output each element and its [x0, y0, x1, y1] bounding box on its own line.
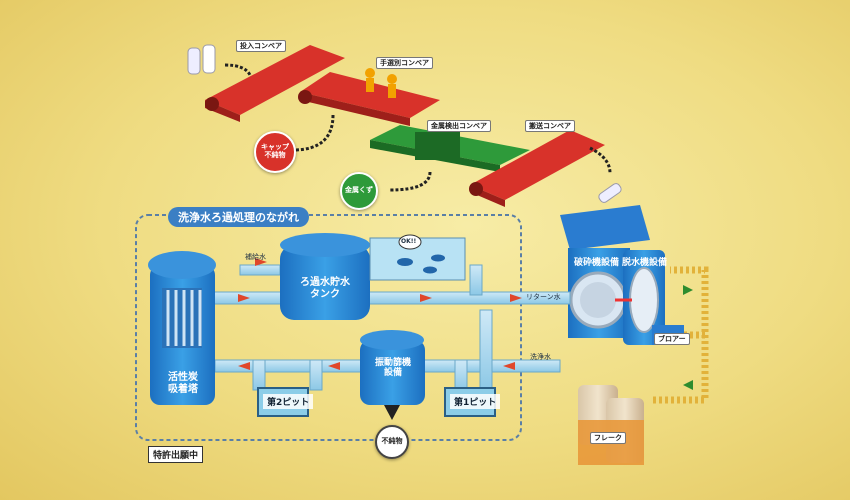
manual-sort-conveyor-label: 手選別コンベア [376, 57, 433, 69]
page-title: 洗浄水ろ過処理のながれ [168, 207, 309, 227]
pit2-label: 第2ピット [263, 394, 314, 409]
metal-scrap-badge: 金属くず [340, 172, 378, 210]
tank-label: ろ過水貯水 タンク [300, 277, 350, 300]
patent-pending-label: 特許出願中 [148, 446, 204, 463]
bottles-icon [187, 44, 622, 203]
carbon-tower-label: 活性炭 吸着塔 [168, 372, 198, 395]
sieve-label: 振動篩機 設備 [374, 358, 411, 379]
fish-bubble-text: OK!! [401, 238, 417, 245]
fish-tank [369, 234, 466, 281]
crusher-equipment [560, 205, 650, 338]
metal-detect-conveyor [370, 125, 530, 172]
worker-figures [365, 68, 397, 98]
dehydrator-label: 脱水機設備 [622, 258, 668, 268]
blower-label: ブロアー [654, 333, 690, 345]
filtration-boundary [135, 214, 522, 441]
sieve-equipment [360, 330, 425, 420]
transfer-conveyor-label: 搬送コンベア [525, 120, 575, 132]
flake-silos [578, 385, 644, 465]
cap-foreign-badge: キャップ 不純物 [254, 131, 296, 173]
input-conveyor-label: 投入コンベア [236, 40, 286, 52]
impurities-badge: 不純物 [375, 425, 409, 459]
storage-tank [280, 233, 370, 320]
pit1-label: 第1ピット [450, 394, 501, 409]
dehydrator-equipment [615, 250, 665, 345]
carbon-tower [148, 251, 216, 405]
transfer-conveyor [469, 130, 605, 207]
metal-detect-conveyor-label: 金属検出コンベア [427, 120, 491, 132]
makeup-water-label: 補給水 [245, 253, 266, 261]
return-water-label: リターン水 [526, 293, 561, 301]
wash-water-label: 洗浄水 [530, 353, 551, 361]
flow-arrows [238, 258, 522, 370]
input-conveyor [205, 45, 345, 122]
crusher-label: 破砕機設備 [574, 258, 620, 268]
flake-label: フレーク [590, 432, 626, 444]
manual-sort-conveyor [298, 72, 440, 126]
